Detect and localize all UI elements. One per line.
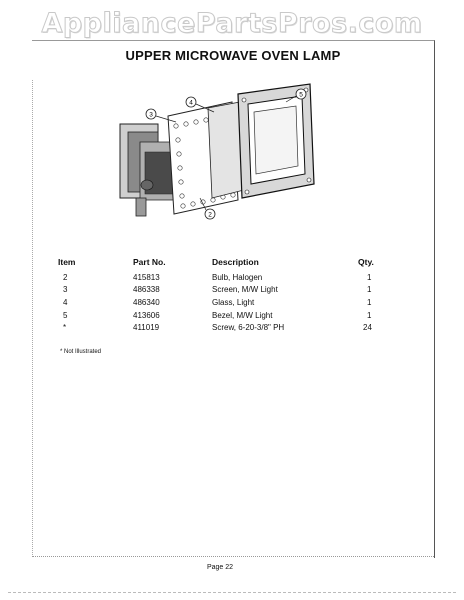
cell-description: Glass, Light — [212, 298, 255, 307]
cell-part-no: 415813 — [133, 273, 160, 282]
callout-4: 4 — [185, 96, 215, 113]
cell-qty: 1 — [367, 285, 372, 294]
cell-description: Screen, M/W Light — [212, 285, 278, 294]
footnote: * Not Illustrated — [60, 349, 102, 355]
cell-item: 2 — [63, 273, 68, 282]
light-bezel — [237, 83, 315, 199]
callout-5-label: 5 — [299, 92, 303, 99]
page-number: Page 22 — [206, 564, 234, 571]
cell-part-no: 486338 — [133, 285, 160, 294]
cell-part-no: 411019 — [133, 323, 160, 332]
cell-item: 4 — [63, 298, 68, 307]
callout-2: 2 — [199, 197, 216, 220]
cell-description: Bezel, M/W Light — [212, 311, 273, 320]
cell-qty: 24 — [363, 323, 372, 332]
cell-qty: 1 — [367, 298, 372, 307]
page-frame — [32, 40, 435, 558]
callout-3-label: 3 — [149, 112, 153, 119]
cell-description: Bulb, Halogen — [212, 273, 263, 282]
cell-item: 3 — [63, 285, 68, 294]
column-header-item: Item — [58, 257, 76, 267]
cell-qty: 1 — [367, 273, 372, 282]
callout-3: 3 — [145, 108, 177, 123]
page-title: UPPER MICROWAVE OVEN LAMP — [125, 48, 341, 63]
watermark: AppliancePartsPros.com — [41, 8, 423, 40]
column-header-qty: Qty. — [358, 257, 374, 267]
column-header-part-no: Part No. — [133, 257, 166, 267]
cell-part-no: 413606 — [133, 311, 160, 320]
callout-5: 5 — [285, 88, 307, 103]
cell-item: * — [63, 323, 67, 332]
exploded-diagram: 3 4 5 2 — [119, 83, 315, 220]
cell-description: Screw, 6-20-3/8" PH — [212, 323, 285, 332]
cell-item: 5 — [63, 311, 68, 320]
cell-qty: 1 — [367, 311, 372, 320]
callout-4-label: 4 — [189, 100, 193, 107]
column-header-description: Description — [212, 257, 259, 267]
callout-2-label: 2 — [208, 212, 212, 219]
cell-part-no: 486340 — [133, 298, 160, 307]
page-frame-bottom — [32, 556, 434, 557]
page-frame-left — [32, 80, 33, 555]
scan-edge — [8, 592, 456, 593]
